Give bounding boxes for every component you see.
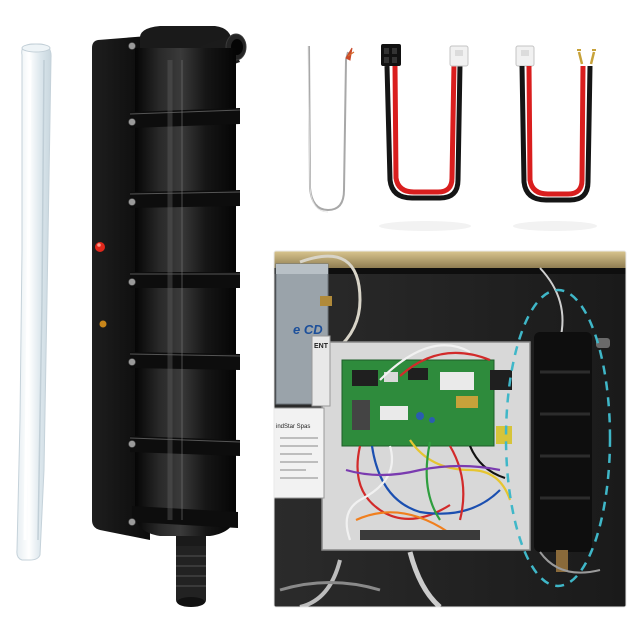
outlet-fitting: [176, 536, 206, 607]
inset-sticker-text: indStar Spas: [276, 424, 310, 430]
mounting-screws: [128, 42, 136, 526]
sensor-probe-icon: [307, 45, 355, 213]
power-cable-icon: [381, 44, 469, 201]
inset-brand-text: e CD: [293, 322, 323, 337]
status-led-icon: [99, 320, 107, 328]
spa-control-box-photo: e CD ENT indStar Spas: [274, 251, 626, 607]
installed-cleaner: [534, 332, 610, 574]
highlight-ring: [504, 288, 612, 588]
indicator-led-icon: [95, 242, 105, 252]
power-cable-icon: [515, 45, 596, 203]
cylinder-rings: [129, 108, 241, 528]
inset-box-label: ENT: [314, 343, 329, 350]
control-box: ENT indStar Spas: [274, 335, 531, 551]
ozone-cleaner-icon: [92, 26, 247, 607]
clear-tube-icon: [16, 43, 52, 561]
